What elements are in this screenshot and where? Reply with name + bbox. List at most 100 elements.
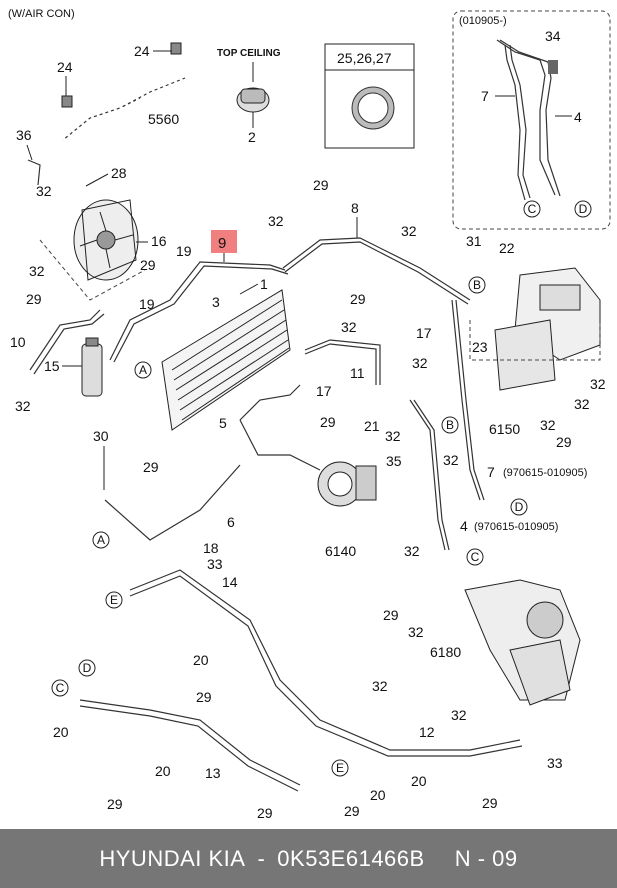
variant-7: (970615-010905) bbox=[503, 467, 587, 479]
svg-text:E: E bbox=[110, 593, 118, 607]
label-6140: 6140 bbox=[325, 543, 356, 559]
label-29-c: 29 bbox=[313, 177, 329, 193]
label-29-h: 29 bbox=[383, 607, 399, 623]
inset-label-7: 7 bbox=[481, 88, 489, 104]
label-32-c: 32 bbox=[15, 398, 31, 414]
label-32-k: 32 bbox=[341, 319, 357, 335]
label-29-i: 29 bbox=[196, 689, 212, 705]
pipe-13 bbox=[79, 699, 301, 786]
label-30: 30 bbox=[93, 428, 109, 444]
inset-box bbox=[452, 10, 611, 230]
label-32-o: 32 bbox=[451, 707, 467, 723]
label-36: 36 bbox=[16, 127, 32, 143]
label-33-b: 33 bbox=[547, 755, 563, 771]
svg-text:C: C bbox=[471, 550, 480, 564]
label-6: 6 bbox=[227, 514, 235, 530]
label-29-b: 29 bbox=[140, 257, 156, 273]
label-11: 11 bbox=[350, 365, 365, 381]
pipe-14 bbox=[129, 569, 521, 751]
ref-d-bottom: D bbox=[78, 659, 96, 677]
label-19-a: 19 bbox=[176, 243, 192, 259]
label-32-b: 32 bbox=[29, 263, 45, 279]
ref-d-mid: D bbox=[510, 498, 528, 516]
condenser-fan bbox=[73, 199, 139, 281]
svg-text:C: C bbox=[528, 202, 537, 216]
ref-a-bottom: A bbox=[92, 531, 110, 549]
ceiling-sensor bbox=[236, 87, 270, 113]
label-32-m: 32 bbox=[385, 428, 401, 444]
label-17-b: 17 bbox=[316, 383, 332, 399]
header-note: (W/AIR CON) bbox=[8, 8, 75, 20]
label-29-m: 29 bbox=[257, 805, 273, 821]
label-22: 22 bbox=[499, 240, 515, 256]
receiver-drier bbox=[81, 337, 103, 397]
label-29-d: 29 bbox=[556, 434, 572, 450]
label-3: 3 bbox=[212, 294, 220, 310]
label-32-f: 32 bbox=[590, 376, 606, 392]
label-17-a: 17 bbox=[416, 325, 432, 341]
ref-c-inset: C bbox=[523, 200, 541, 218]
label-4: 4 bbox=[460, 518, 468, 534]
label-20-e: 20 bbox=[411, 773, 427, 789]
svg-text:C: C bbox=[56, 681, 65, 695]
label-20-d: 20 bbox=[370, 787, 386, 803]
label-29-e: 29 bbox=[350, 291, 366, 307]
ref-e-bottom: E bbox=[331, 759, 349, 777]
inset-pipes bbox=[496, 39, 561, 201]
label-10: 10 bbox=[10, 334, 26, 350]
compressor bbox=[317, 461, 377, 507]
inset-label-34: 34 bbox=[545, 28, 561, 44]
label-24b: 24 bbox=[57, 59, 73, 75]
inset-fitting bbox=[548, 60, 558, 74]
ref-d-inset: D bbox=[574, 200, 592, 218]
label-2: 2 bbox=[248, 129, 256, 145]
ref-a-left: A bbox=[134, 361, 152, 379]
label-29-l: 29 bbox=[482, 795, 498, 811]
label-5: 5 bbox=[219, 415, 227, 431]
top-ceiling-label: TOP CEILING bbox=[217, 48, 281, 59]
label-7: 7 bbox=[487, 464, 495, 480]
label-18: 18 bbox=[203, 540, 219, 556]
label-32-h: 32 bbox=[540, 417, 556, 433]
svg-text:B: B bbox=[473, 278, 481, 292]
label-20-a: 20 bbox=[193, 652, 209, 668]
label-1: 1 bbox=[260, 276, 268, 292]
label-35: 35 bbox=[386, 453, 402, 469]
label-32-l: 32 bbox=[412, 355, 428, 371]
label-6150: 6150 bbox=[489, 421, 520, 437]
label-15: 15 bbox=[44, 358, 60, 374]
oring-label: 25,26,27 bbox=[337, 50, 392, 66]
label-14: 14 bbox=[222, 574, 238, 590]
label-24a: 24 bbox=[134, 43, 150, 59]
label-29-j: 29 bbox=[107, 796, 123, 812]
label-5560: 5560 bbox=[148, 111, 179, 127]
footer-group: N - 09 bbox=[454, 845, 518, 871]
label-32-e: 32 bbox=[401, 223, 417, 239]
label-20-b: 20 bbox=[53, 724, 69, 740]
label-32-j: 32 bbox=[404, 543, 420, 559]
pipe-4 bbox=[409, 399, 446, 551]
label-6180: 6180 bbox=[430, 644, 461, 660]
footer-brand: HYUNDAI KIA bbox=[99, 845, 246, 871]
footer-sep: - bbox=[257, 845, 266, 871]
svg-text:D: D bbox=[515, 500, 524, 514]
label-33-a: 33 bbox=[207, 556, 223, 572]
label-13: 13 bbox=[205, 765, 221, 781]
ref-e-left: E bbox=[105, 591, 123, 609]
svg-text:A: A bbox=[139, 363, 147, 377]
label-29-k: 29 bbox=[344, 803, 360, 819]
label-32-d: 32 bbox=[268, 213, 284, 229]
label-32-i: 32 bbox=[443, 452, 459, 468]
label-29-g: 29 bbox=[143, 459, 159, 475]
svg-text:A: A bbox=[97, 533, 105, 547]
label-32-n: 32 bbox=[408, 624, 424, 640]
label-32-p: 32 bbox=[372, 678, 388, 694]
label-21: 21 bbox=[364, 418, 380, 434]
variant-4: (970615-010905) bbox=[474, 521, 558, 533]
label-12: 12 bbox=[419, 724, 435, 740]
pipe-7 bbox=[451, 299, 481, 501]
highlight-box bbox=[211, 230, 237, 253]
footer-part-number: 0K53E61466B bbox=[277, 845, 425, 871]
label-32-g: 32 bbox=[574, 396, 590, 412]
